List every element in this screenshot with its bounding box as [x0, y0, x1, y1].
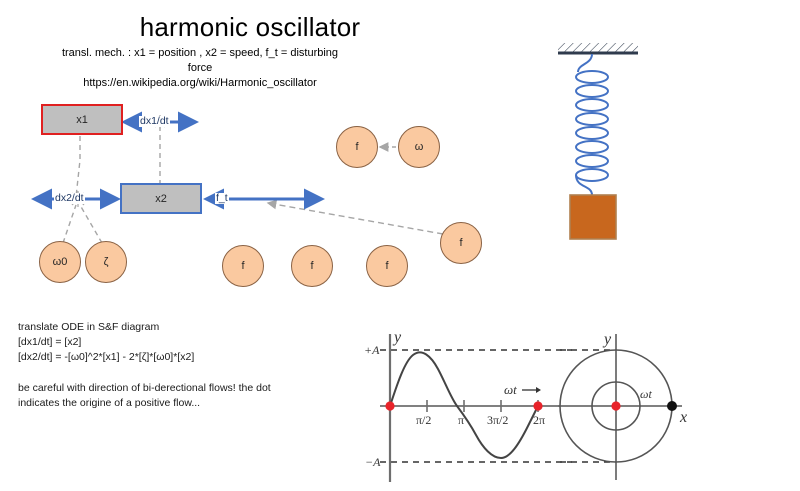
sine-xtick-3: 3π/2: [487, 413, 508, 427]
node-f-4[interactable]: f: [440, 222, 482, 264]
sf-diagram: x1 x2 dx1/dt dx2/dt f_t ω0 ζ f ω f f f: [31, 104, 482, 287]
node-f-1-label: f: [241, 260, 245, 272]
svg-text:ωt: ωt: [504, 382, 517, 397]
circle-xlabel: x: [679, 409, 687, 426]
phasor-origin-dot: [611, 401, 621, 411]
node-omega-label: ω: [414, 141, 424, 153]
node-w0-label: ω0: [52, 256, 68, 268]
node-f-1[interactable]: f: [222, 245, 264, 287]
node-f-2-label: f: [310, 260, 314, 272]
sine-phasor-chart: ωt y +A −A π/2 π 3π/2 2π: [364, 329, 687, 482]
node-f-2[interactable]: f: [291, 245, 333, 287]
sine-marker-start: [385, 401, 395, 411]
sine-ytick-minus-A: −A: [365, 455, 381, 469]
connector-zeta-to-dx2dt: [79, 204, 103, 244]
node-f-3-label: f: [385, 260, 389, 272]
flow-label-dx2dt: dx2/dt: [54, 192, 85, 204]
flow-label-dx1dt: dx1/dt: [139, 115, 170, 127]
notes-text: translate ODE in S&F diagram [dx1/dt] = …: [18, 321, 271, 410]
spring-mass-figure: [558, 43, 638, 240]
sine-ylabel: y: [392, 329, 402, 346]
node-x2[interactable]: x2: [120, 183, 202, 214]
sine-panel: ωt y +A −A π/2 π 3π/2 2π: [364, 329, 572, 482]
connector-f4-to-ft: [266, 199, 444, 235]
node-omega[interactable]: ω: [398, 126, 440, 168]
omega-t-annotation: ωt: [504, 382, 541, 397]
phasor-inner-circle: [591, 381, 641, 431]
connector-w0-to-dx2dt: [62, 204, 77, 244]
sine-curve: [389, 351, 539, 460]
sine-xtick-1: π/2: [416, 413, 431, 427]
sine-ytick-plus-A: +A: [364, 343, 380, 357]
node-zeta-label: ζ: [103, 256, 109, 268]
subtitle-line-1: transl. mech. : x1 = position , x2 = spe…: [61, 47, 288, 59]
subtitle-block: transl. mech. : x1 = position , x2 = spe…: [55, 46, 345, 91]
hatched-ceiling-icon: [558, 43, 638, 55]
subtitle-line-2: disturbing force: [187, 47, 339, 74]
wikipedia-link[interactable]: https://en.wikipedia.org/wiki/Harmonic_o…: [83, 76, 317, 89]
node-x1-label: x1: [76, 113, 88, 126]
page-title: harmonic oscillator: [139, 12, 361, 42]
node-zeta[interactable]: ζ: [85, 241, 127, 283]
connector-x1-to-dx2dt: [75, 127, 81, 198]
node-w0[interactable]: ω0: [39, 241, 81, 283]
flow-label-ft: f_t: [215, 192, 229, 204]
sine-xtick-2: π: [458, 413, 464, 427]
sine-xtick-4: 2π: [533, 413, 545, 427]
node-f-3[interactable]: f: [366, 245, 408, 287]
mass-block: [569, 194, 617, 240]
node-x2-label: x2: [155, 192, 167, 205]
spring-coil: [575, 53, 609, 196]
node-f-upper-label: f: [355, 141, 359, 153]
node-f-4-label: f: [459, 237, 463, 249]
node-f-upper[interactable]: f: [336, 126, 378, 168]
node-x1[interactable]: x1: [41, 104, 123, 135]
circle-panel: y x ωt: [558, 331, 687, 480]
circle-ylabel: y: [602, 331, 612, 348]
sine-marker-end: [533, 401, 543, 411]
phasor-point-dot: [667, 401, 677, 411]
circle-omega-t-label: ωt: [640, 387, 652, 401]
